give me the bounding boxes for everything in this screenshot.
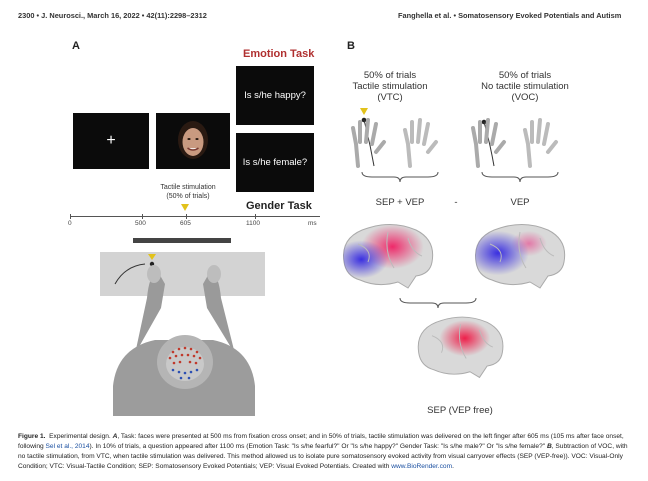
tick-ms: ms (308, 220, 317, 227)
vtc-line1: 50% of trials (363, 70, 417, 81)
caption-title: Experimental design. (49, 433, 111, 440)
voc-line1: 50% of trials (498, 70, 552, 81)
voc-line2: No tactile stimulation (481, 81, 569, 92)
vtc-brace (361, 171, 439, 183)
tick-500: 500 (135, 220, 146, 227)
tick-605: 605 (180, 220, 191, 227)
minus-sign: - (454, 197, 458, 208)
question-gender: Is s/he female? (242, 157, 308, 168)
voc-line3: (VOC) (511, 92, 539, 103)
fixation-screen: + (73, 113, 149, 169)
emotion-task-title: Emotion Task (243, 48, 315, 60)
caption-part-a: A (112, 433, 118, 440)
brain-sep-free (417, 316, 504, 379)
tick-1100: 1100 (246, 220, 260, 227)
panel-a-label: A (72, 40, 80, 52)
gender-task-title: Gender Task (246, 200, 312, 212)
face-screen (156, 113, 230, 169)
caption-part-b: B (546, 443, 552, 450)
question-screen-emotion: Is s/he happy? (236, 66, 314, 125)
vtc-description: 50% of trials Tactile stimulation (VTC) (335, 70, 445, 103)
question-emotion: Is s/he happy? (244, 90, 306, 101)
caption-text-b: , Subtraction of VOC, with no tactile st… (18, 443, 628, 470)
caption-text-a: , Task: faces were presented at 500 ms f… (18, 433, 624, 450)
panel-b-label: B (347, 40, 355, 52)
figure-caption: Figure 1. Experimental design. A, Task: … (18, 432, 632, 472)
vtc-line2: Tactile stimulation (352, 81, 428, 92)
caption-biorender-link[interactable]: www.BioRender.com (391, 463, 453, 470)
voc-description: 50% of trials No tactile stimulation (VO… (465, 70, 585, 103)
tick-0: 0 (68, 220, 72, 227)
question-screen-gender: Is s/he female? (236, 133, 314, 192)
tactile-label-line2: (50% of trials) (166, 193, 210, 200)
caption-end: . (452, 463, 454, 470)
brain-vtc (343, 224, 434, 289)
voc-brace (481, 171, 559, 183)
tactile-stimulation-label: Tactile stimulation (50% of trials) (153, 183, 223, 201)
face-image (178, 121, 208, 159)
result-brace (399, 297, 477, 309)
timeline-axis (70, 216, 320, 217)
fixation-cross: + (106, 132, 116, 149)
brain-voc (475, 224, 566, 289)
caption-citation-link[interactable]: Sel et al., 2014 (45, 443, 90, 450)
vep-label: VEP (510, 197, 530, 208)
stimulus-marker-icon (181, 204, 189, 211)
vtc-line3: (VTC) (377, 92, 403, 103)
tactile-label-line1: Tactile stimulation (160, 184, 216, 191)
running-header-right: Fanghella et al. • Somatosensory Evoked … (398, 11, 622, 20)
caption-text-a2: ). In 10% of trials, a question appeared… (89, 443, 546, 450)
voc-hands-illustration (471, 118, 558, 168)
caption-figure-number: Figure 1. (18, 433, 46, 440)
running-header-left: 2300 • J. Neurosci., March 16, 2022 • 42… (18, 11, 207, 20)
vtc-hands-illustration (351, 108, 438, 168)
participant-illustration (100, 238, 265, 416)
sep-vep-label: SEP + VEP (375, 197, 425, 208)
sep-free-label: SEP (VEP free) (427, 405, 493, 416)
